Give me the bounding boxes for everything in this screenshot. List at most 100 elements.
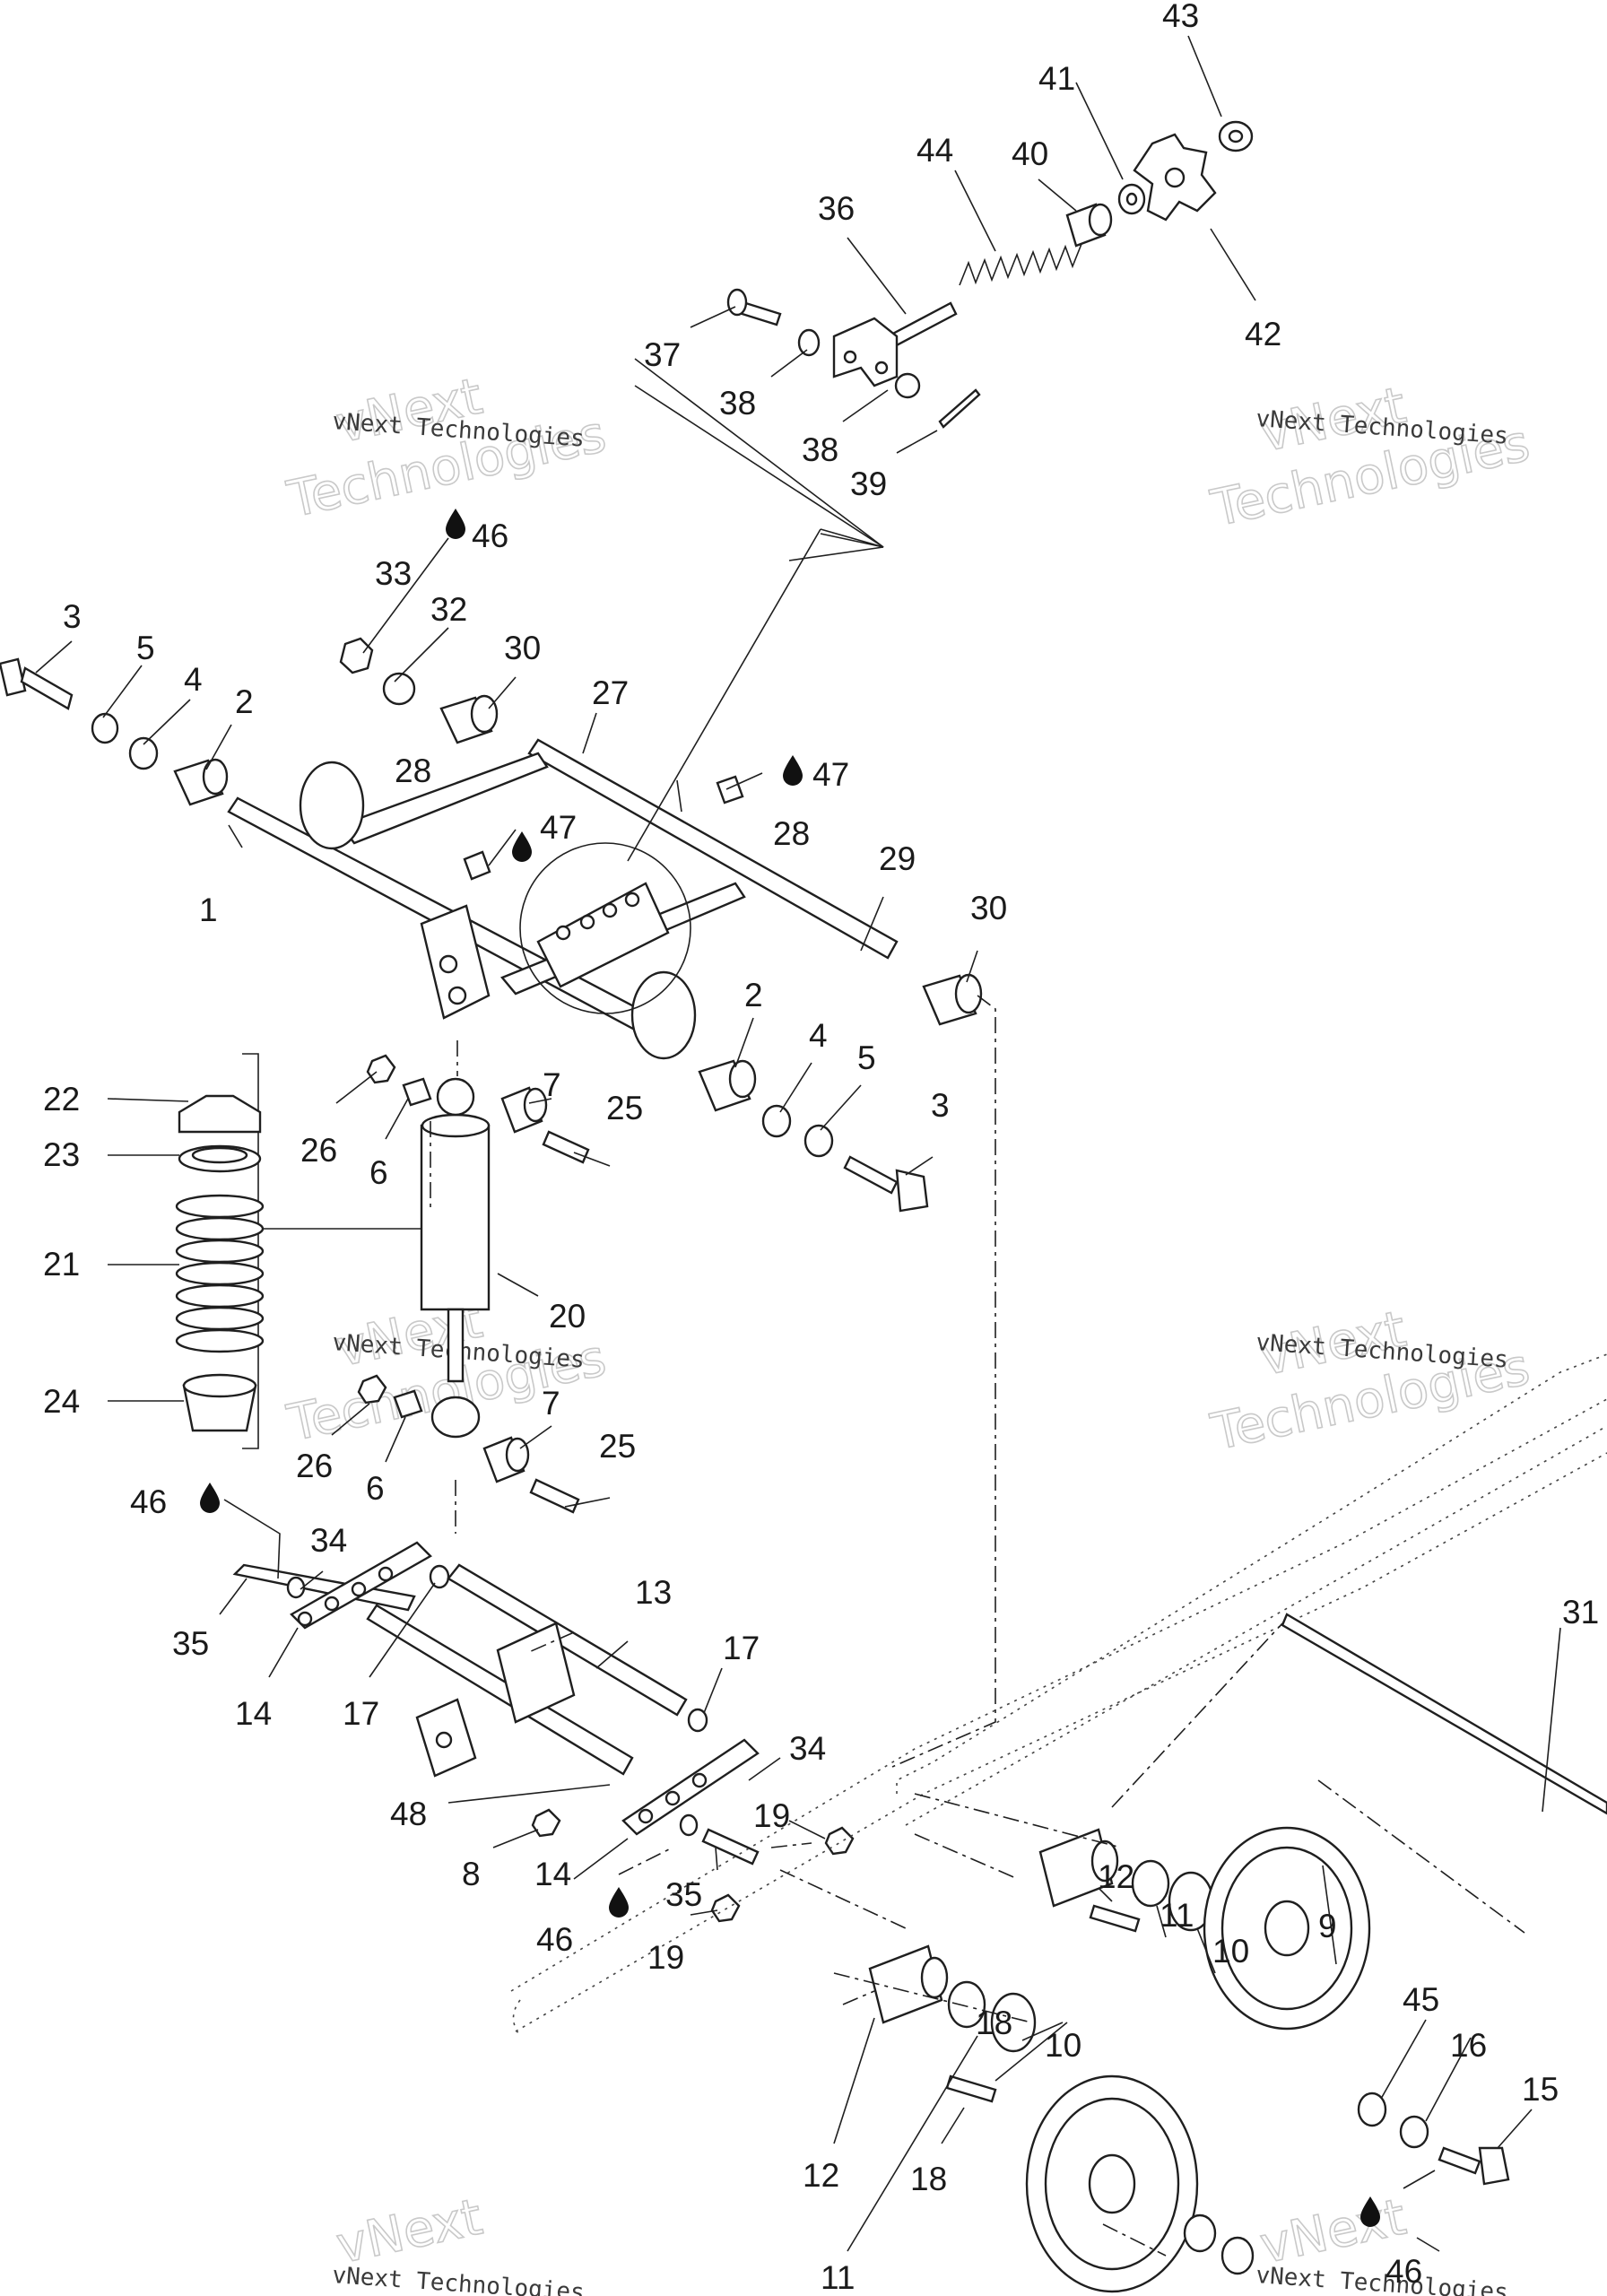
part-34-washer [286,1576,306,1599]
callout-label: 3 [931,1087,950,1124]
callout-label: 8 [462,1856,481,1892]
callout-label: 5 [857,1039,876,1076]
part-12-axle-block [868,1944,949,2024]
oil-drop-icon [783,755,803,786]
part-11-snap-ring [1131,1859,1170,1908]
part-3-bolt [843,1155,929,1213]
connection-lines [430,995,1525,2257]
part-28-grease-fitting [716,775,744,804]
callout-label: 4 [184,661,203,698]
callout-label: 20 [549,1298,586,1335]
part-45-washer [1357,2092,1387,2127]
callout-label: 48 [390,1796,427,1832]
oil-drop-icon [446,509,465,539]
callout-label: 34 [789,1730,826,1767]
part-28-grease-fitting [463,850,491,881]
watermark-big-top: vNext [332,2187,488,2275]
callout-label: 31 [1562,1594,1599,1631]
callout-label: 18 [910,2161,947,2197]
part-37-pin [726,288,782,326]
part-8-nut [531,1808,561,1838]
callout-label: 41 [1038,60,1075,97]
callout-label: 3 [63,598,82,635]
part-19-nut [824,1826,855,1856]
part-7-bushing [482,1436,530,1483]
lubrication-markers [200,509,1380,2227]
part-25-bolt [542,1130,590,1164]
part-17-washer [687,1708,708,1733]
callout-label: 33 [375,555,412,592]
part-26-nut [357,1374,387,1405]
part-33-nut [339,637,374,674]
part-44-spring [959,243,1082,286]
part-21-coil-spring [175,1194,265,1353]
callout-label: 30 [504,630,541,666]
part-washer [1183,2213,1217,2253]
callout-label: 17 [723,1630,760,1666]
part-22-spring-retainer [178,1094,262,1134]
part-2-bushing [698,1059,757,1112]
callout-label: 6 [369,1154,388,1191]
callout-label: 6 [366,1470,385,1507]
callout-label: 32 [430,591,467,628]
callout-label: 40 [1012,135,1048,172]
part-shock-eye-bottom [430,1396,481,1439]
oil-drop-icon [512,831,532,862]
part-32-washer [382,672,416,706]
callout-label: 19 [753,1797,790,1834]
part-5-lock-washer [804,1124,834,1158]
part-17-washer [429,1564,450,1589]
callout-label: 18 [976,2005,1012,2041]
callout-label: 36 [818,190,855,227]
callout-label: 42 [1245,316,1281,352]
part-4-washer [761,1104,792,1138]
part-9-wheel [1203,1826,1371,2031]
part-shock-eye-top [436,1077,475,1117]
part-19-nut [710,1893,741,1923]
part-7-bushing [500,1086,548,1134]
callout-label: 45 [1403,1981,1439,2018]
leader-lines [35,35,1561,2252]
callout-label: 26 [300,1132,337,1169]
part-bracket [832,317,899,387]
callout-label: 21 [43,1246,80,1283]
callout-label: 2 [235,683,254,720]
callout-label: 44 [916,132,953,169]
part-washer [1220,2236,1255,2275]
part-29-upper-tube [527,738,899,960]
part-5-lock-washer [91,712,119,744]
part-stopper-loop [299,761,365,850]
callout-label: 9 [1318,1908,1337,1944]
callout-label: 23 [43,1136,80,1173]
callout-label: 28 [773,815,810,852]
callout-label: 37 [644,336,681,373]
part-6-spacer [393,1389,423,1419]
part-9-wheel [1025,2074,1199,2293]
part-6-spacer [402,1077,432,1107]
callout-label: 46 [1385,2253,1422,2290]
callout-label: 11 [1160,1897,1194,1934]
callout-label: 46 [536,1921,573,1958]
callout-label: 22 [43,1081,80,1118]
part-41-washer [1117,183,1146,215]
callout-label: 2 [744,977,763,1013]
part-36-adjuster-bolt [886,301,958,349]
callout-label: 43 [1162,0,1199,34]
watermark-brand: vNext Technologies [1255,2262,1509,2296]
callout-label: 12 [1098,1858,1134,1895]
callout-label: 15 [1522,2071,1559,2108]
callout-label: 47 [812,756,849,793]
callout-label: 34 [310,1522,347,1559]
upper-arm-assembly [0,637,983,1213]
part-16-washer [1399,2115,1429,2149]
part-stopper-loop [630,970,697,1060]
part-13-center-plate [496,1622,576,1724]
callout-label: 28 [395,752,431,789]
part-35-bolt [701,1828,760,1866]
callout-label: 39 [850,465,887,502]
part-40-bushing [1065,203,1113,248]
part-27-frame-strut [339,752,549,845]
adjuster-assembly [726,120,1254,429]
callout-labels: 43 41 44 40 36 37 38 38 39 42 46 33 32 3… [43,0,1599,2296]
part-43-nut [1218,120,1254,152]
